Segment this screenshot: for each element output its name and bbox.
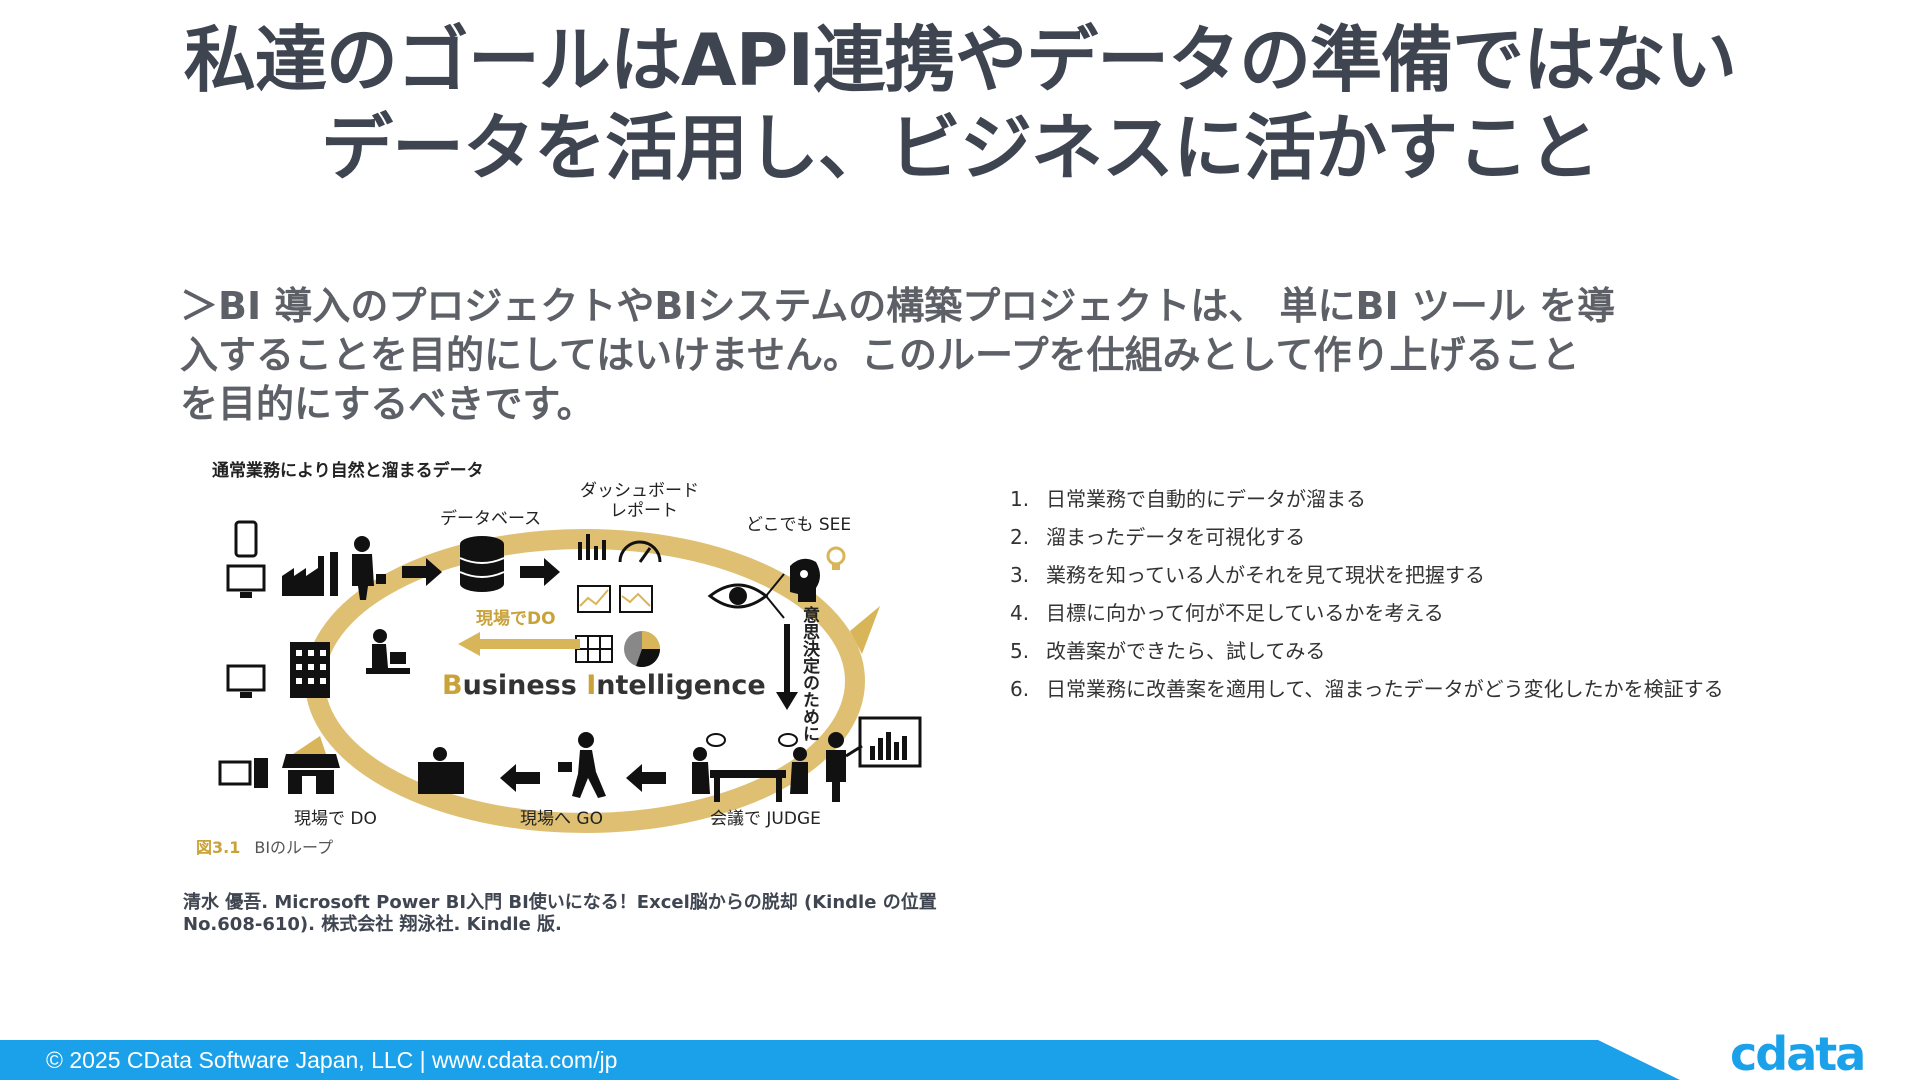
pie-chart-icon [624,631,660,668]
smartphone-icon [234,520,258,558]
arrow-right-icon [402,558,442,586]
desk-worker-icon-2 [418,747,464,794]
presenter-board-icon [826,716,922,802]
arrow-left-icon [626,764,666,792]
figure-number: 図3.1 [196,838,241,857]
line-chart-icon [577,585,611,613]
bi-loop-illustration [218,520,922,833]
figure-do-center-label: 現場でDO [476,609,556,629]
list-item: 5.改善案ができたら、試してみる [1010,639,1326,663]
office-building-icon [290,642,330,698]
list-item: 2.溜まったデータを可視化する [1010,525,1306,549]
figure-decision-label: 意思決定のために [799,606,819,742]
footer-bar [0,1040,1680,1080]
citation: 清水 優吾. Microsoft Power BI入門 BI使いになる！Exce… [183,892,953,936]
decision-arrow-shaft [784,624,790,694]
line-chart-icon-2 [619,585,653,613]
walking-person-icon [558,732,606,798]
desktop-icon-2 [226,664,266,698]
figure-database-label: データベース [440,509,542,529]
figure-top-label: 通常業務により自然と溜まるデータ [212,461,484,481]
quote-line-2: 入することを目的にしてはいけません。このループを仕組みとして作り上げること [180,333,1580,377]
decision-arrow-head [776,692,798,710]
sight-line [765,573,785,597]
bi-word-usiness: usiness [462,670,587,701]
list-item: 3.業務を知っている人がそれを見て現状を把握する [1010,563,1485,587]
citation-line-1: 清水 優吾. Microsoft Power BI入門 BI使いになる！Exce… [183,892,937,913]
arrow-right-icon-2 [520,558,560,586]
bi-word-ntelligence: ntelligence [596,670,766,701]
quote-text: ＞BI 導入のプロジェクトやBIシステムの構築プロジェクトは、 単にBI ツール… [180,282,1740,429]
cdata-logo: cdata [1730,1030,1866,1080]
bi-loop-figure: 通常業務により自然と溜まるデータ データベース ダッシュボード レポート どこで… [190,456,930,866]
sight-line-2 [765,595,785,619]
figure-report-label: レポート [610,501,678,521]
thinking-head-icon [790,558,820,602]
steps-list: 1.日常業務で自動的にデータが溜まる 2.溜まったデータを可視化する 3.業務を… [1010,480,1750,708]
list-item: 6.日常業務に改善案を適用して、溜まったデータがどう変化したかを検証する [1010,677,1724,701]
arrow-left-icon-2 [500,764,540,792]
figure-go-bottom-label: 現場へ GO [520,809,603,829]
eye-icon [707,583,769,609]
gauge-icon [618,540,662,563]
worker-figure-icon [352,536,386,600]
meeting-icon [692,733,808,802]
slide-title: 私達のゴールはAPI連携やデータの準備ではない データを活用し、ビジネスに活かす… [60,16,1860,192]
bi-letter-i: I [586,670,597,701]
list-item: 1.日常業務で自動的にデータが溜まる [1010,487,1366,511]
figure-do-bottom-label: 現場で DO [294,809,377,829]
citation-line-2: No.608-610). 株式会社 翔泳社. Kindle 版. [183,914,562,935]
figure-caption: 図3.1 BIのループ [196,834,333,858]
bar-chart-icon [578,534,606,560]
slide-title-line-1: 私達のゴールはAPI連携やデータの準備ではない [183,18,1737,102]
cdata-logo-text: cdata [1730,1030,1864,1080]
table-grid-icon [575,635,613,663]
list-item: 4.目標に向かって何が不足しているかを考える [1010,601,1444,625]
arrow-left-gold-icon [458,632,580,656]
figure-judge-bottom-label: 会議で JUDGE [710,809,821,829]
loop-arrowhead-right [850,606,880,654]
factory-icon [282,552,338,596]
quote-line-1: ＞BI 導入のプロジェクトやBIシステムの構築プロジェクトは、 単にBI ツール… [180,284,1616,328]
bi-letter-b: B [442,670,463,701]
desktop-icon [226,564,266,598]
footer-copyright: © 2025 CData Software Japan, LLC | www.c… [46,1047,618,1073]
figure-caption-text: BIのループ [254,838,334,857]
figure-see-label: どこでも SEE [746,515,852,535]
database-icon [459,536,505,592]
figure-business-intelligence: Business Intelligence [442,670,766,701]
desk-worker-icon [366,629,410,674]
pc-tower-icon [218,758,268,788]
slide-title-line-2: データを活用し、ビジネスに活かすこと [320,106,1600,190]
quote-line-3: を目的にするべきです。 [180,382,595,426]
lightbulb-icon [826,546,846,570]
shop-icon [282,754,340,794]
figure-dashboard-label: ダッシュボード [580,481,699,501]
